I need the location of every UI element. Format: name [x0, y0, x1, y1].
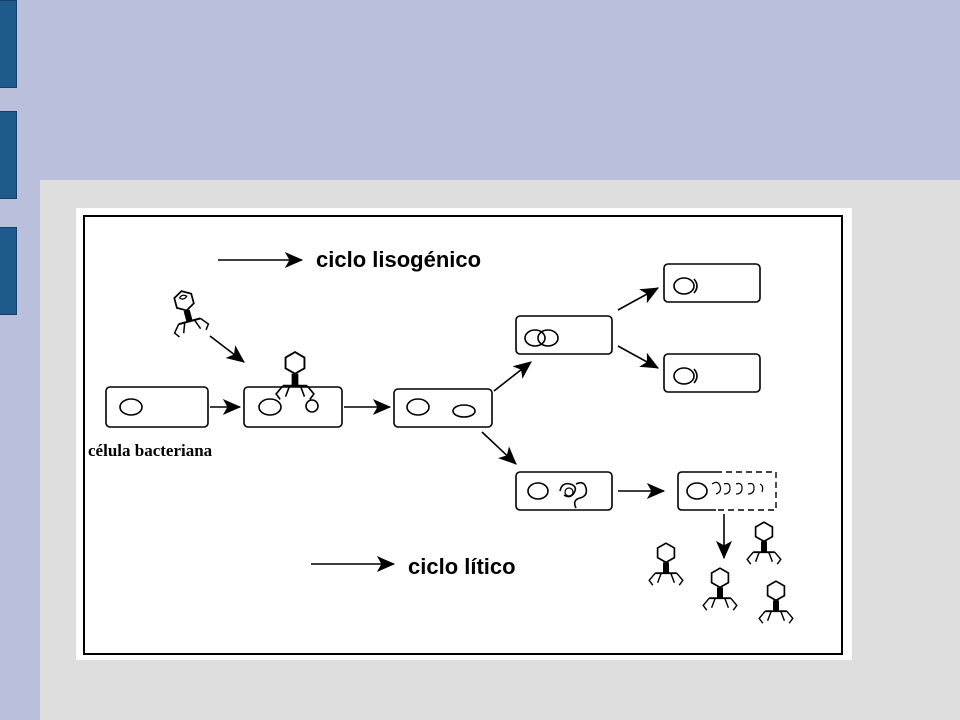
bacterial-chromosome — [686, 482, 708, 500]
arrow-to-daughter-cell-1 — [617, 287, 660, 311]
bacterial-chromosome — [258, 398, 282, 416]
prophage-dna — [537, 329, 559, 347]
arrow-to-daughter-cell-2 — [617, 345, 660, 369]
replicating-cell — [515, 471, 613, 511]
daughter-cell-2 — [663, 353, 761, 393]
cell-caption: célula bacteriana — [88, 441, 213, 460]
legend-lysogenic-label: ciclo lisogénico — [316, 247, 481, 272]
figure-panel: ciclo lisogénico ciclo lítico célula bac… — [76, 208, 852, 660]
bacterial-cell — [105, 386, 209, 428]
slide-tab-3 — [0, 227, 17, 315]
prophage-dna — [693, 368, 698, 384]
infection-arrow — [209, 335, 245, 363]
bacterial-chromosome — [673, 277, 695, 295]
lysogen-cell — [515, 315, 613, 355]
legend-lytic-label: ciclo lítico — [408, 554, 516, 579]
phage-dna — [452, 404, 476, 418]
phage-dna-fragments — [711, 481, 764, 495]
bacterial-chromosome — [673, 367, 695, 385]
bacteriophage-cycle-diagram: ciclo lisogénico ciclo lítico célula bac… — [83, 215, 843, 655]
dna-injected-cell — [393, 388, 493, 428]
phage-dna — [564, 487, 574, 497]
infected-cell — [243, 386, 343, 428]
slide-tab-2 — [0, 111, 17, 199]
bacterial-chromosome — [406, 398, 430, 416]
phage-dna — [305, 399, 319, 413]
bacterial-chromosome — [524, 329, 546, 347]
lysing-cell — [677, 471, 716, 511]
bacterial-chromosome — [527, 482, 549, 500]
arrow-to-lysogenic-branch — [493, 361, 532, 392]
slide-tab-1 — [0, 0, 17, 88]
prophage-dna — [693, 278, 698, 294]
lysing-cell-ruptured-wall — [716, 471, 777, 511]
bacterial-chromosome — [119, 398, 143, 416]
phage-icon — [163, 285, 211, 339]
left-rail — [0, 0, 40, 720]
daughter-cell-1 — [663, 263, 761, 303]
arrow-to-lytic-branch — [481, 431, 517, 465]
